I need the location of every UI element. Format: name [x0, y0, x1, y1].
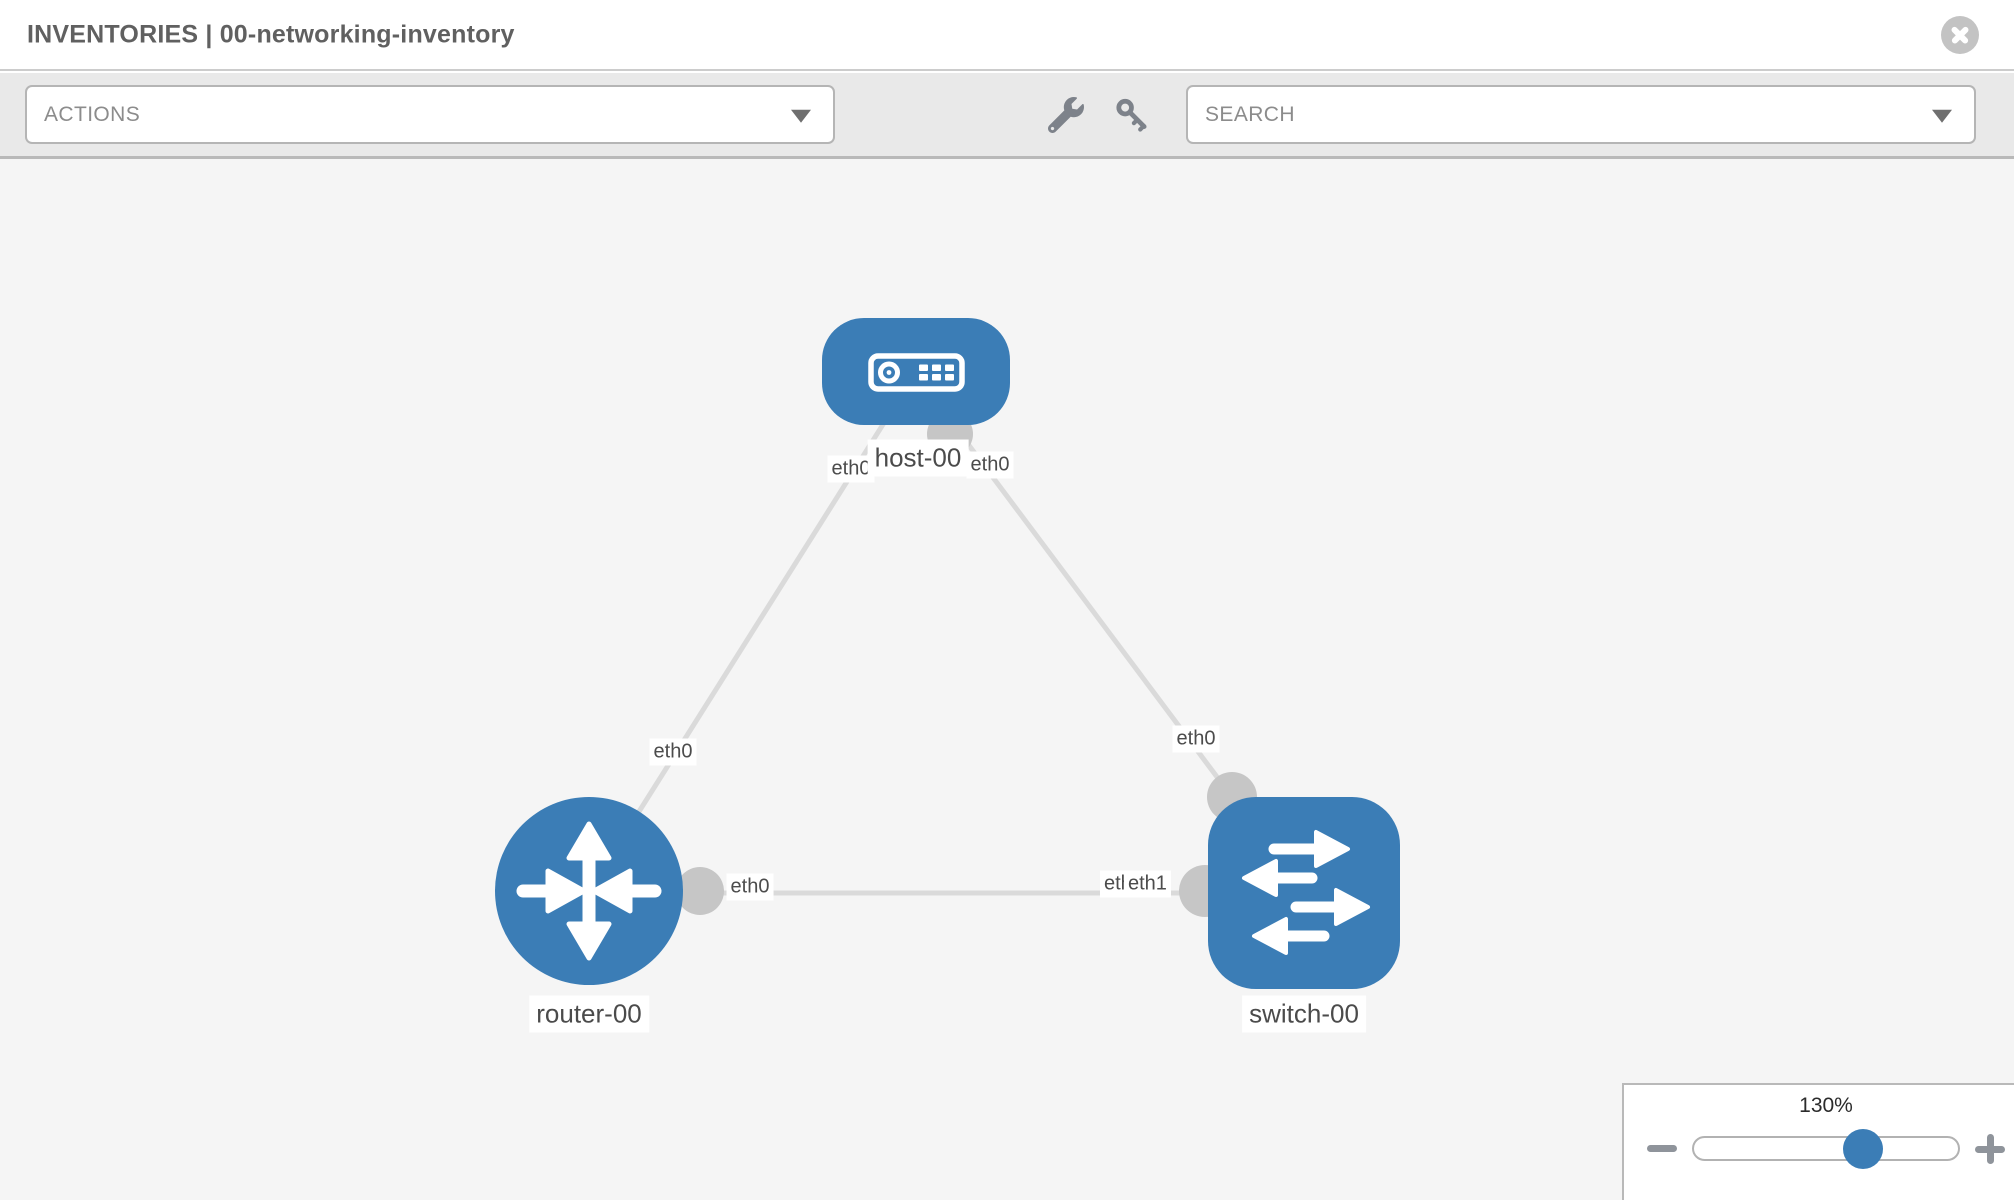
wrench-icon: [1047, 96, 1084, 133]
switch-icon: [1242, 830, 1370, 955]
page-title: INVENTORIES | 00-networking-inventory: [27, 20, 515, 48]
connector-router-eth0[interactable]: [676, 867, 724, 915]
configure-button[interactable]: [1046, 96, 1086, 136]
zoom-level-value: 130%: [1799, 1094, 1853, 1117]
iface-label-host-eth0-left: eth0: [827, 455, 875, 483]
zoom-slider[interactable]: [1692, 1128, 1960, 1169]
caret-down-icon: [791, 109, 811, 123]
host-icon: [868, 353, 965, 392]
iface-label-router-eth0: eth0: [726, 873, 774, 901]
zoom-in-button[interactable]: [1974, 1133, 2006, 1165]
iface-label-switch-host: eth0: [1172, 725, 1220, 753]
actions-dropdown[interactable]: ACTIONS: [25, 85, 835, 144]
iface-label-router-host: eth0: [649, 738, 697, 766]
node-router-00[interactable]: [495, 797, 683, 985]
zoom-panel: 130%: [1622, 1083, 2014, 1200]
search-dropdown[interactable]: SEARCH: [1186, 85, 1976, 144]
actions-dropdown-label: ACTIONS: [44, 102, 141, 126]
close-button[interactable]: [1941, 16, 1979, 54]
node-label-host: host-00: [867, 439, 969, 477]
topology-canvas[interactable]: host-00 router-00 switch-00 eth0 eth0 et…: [0, 159, 2014, 1200]
credentials-button[interactable]: [1112, 96, 1152, 136]
iface-label-host-eth0-right: eth0: [966, 451, 1014, 479]
caret-down-icon: [1932, 109, 1952, 123]
node-host-00[interactable]: [822, 318, 1010, 425]
key-icon: [1116, 98, 1147, 132]
toolbar: ACTIONS SEARCH: [0, 73, 2014, 159]
iface-label-switch-eth1: eth1: [1124, 870, 1171, 898]
links-layer: [586, 370, 1304, 917]
panel-header: INVENTORIES | 00-networking-inventory: [0, 0, 2014, 71]
router-icon: [516, 821, 662, 961]
search-dropdown-label: SEARCH: [1205, 102, 1295, 126]
node-label-switch: switch-00: [1242, 995, 1366, 1033]
zoom-slider-handle[interactable]: [1842, 1128, 1883, 1169]
zoom-out-button[interactable]: [1646, 1137, 1678, 1159]
node-label-router: router-00: [529, 995, 649, 1033]
node-switch-00[interactable]: [1208, 797, 1400, 989]
